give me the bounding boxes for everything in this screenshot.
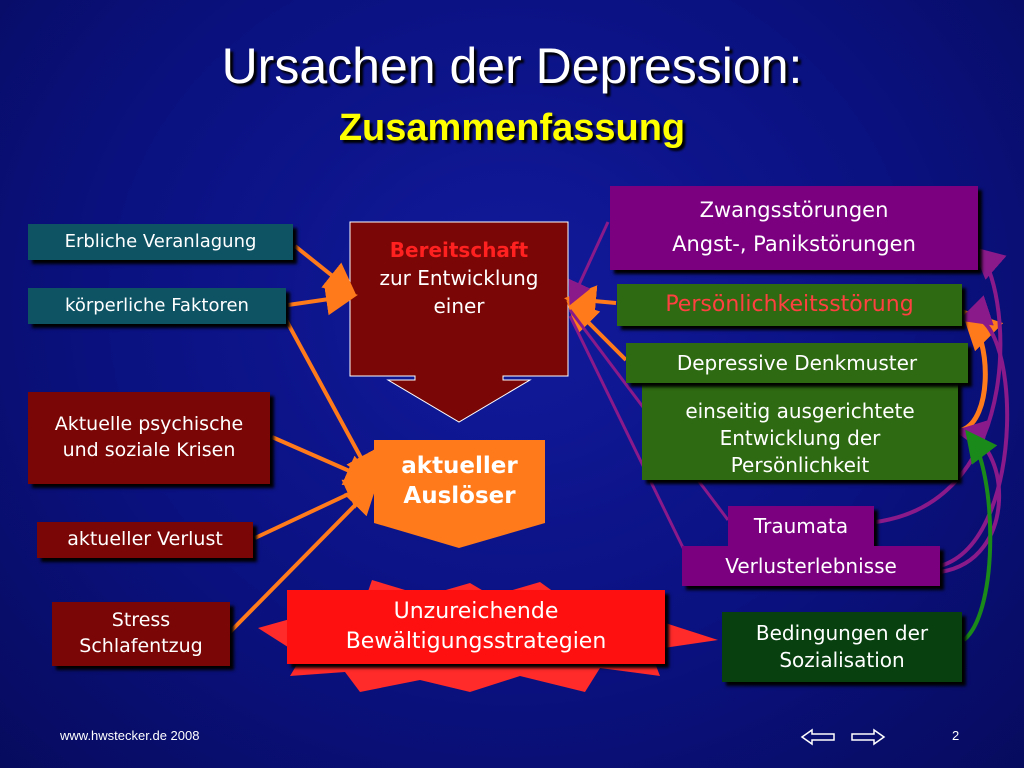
angst-panikstoerungen-label: Angst-, Panikstörungen [672,232,916,256]
aktueller-verlust-box: aktueller Verlust [37,522,253,558]
sozialisation-box: Bedingungen der Sozialisation [722,612,962,682]
page-title: Ursachen der Depression: [221,38,803,94]
einseitig-box: einseitig ausgerichtete Entwicklung der … [642,380,958,480]
stress-box: Stress Schlafentzug [52,602,230,666]
bereitschaft-rest: zur Entwicklung einer [379,266,539,318]
zwangsstoerungen-label: Zwangsstörungen [699,198,889,223]
page-subtitle: Zusammenfassung [338,107,686,149]
bewaeltigung-box: Unzureichende Bewältigungsstrategien [287,590,665,664]
nav-prev-icon [800,728,835,746]
nav-prev-button[interactable] [798,726,838,748]
persoenlichkeitsstoerung-box: Persönlichkeitsstörung [617,284,962,326]
koerperliche-faktoren-box: körperliche Faktoren [28,288,286,324]
bereitschaft-text: Bereitschaft zur Entwicklung einer [350,236,568,320]
ausloeser-label: aktueller Auslöser [401,453,518,509]
depressive-denkmuster-box: Depressive Denkmuster [626,343,968,383]
bereitschaft-label: Bereitschaft [389,238,529,262]
zwang-angst-box: Zwangsstörungen Angst-, Panikstörungen [610,186,978,270]
erbliche-veranlagung-box: Erbliche Veranlagung [28,224,293,260]
ausloeser-shape [374,440,545,548]
page-number: 2 [952,728,960,743]
verlusterlebnisse-box: Verlusterlebnisse [682,546,940,586]
nav-next-button[interactable] [848,726,888,748]
traumata-box: Traumata [728,506,874,546]
bereitschaft-shape [349,221,569,423]
nav-next-icon [851,728,886,746]
krisen-box: Aktuelle psychische und soziale Krisen [28,392,270,484]
footer-url[interactable]: www.hwstecker.de 2008 [60,728,200,743]
